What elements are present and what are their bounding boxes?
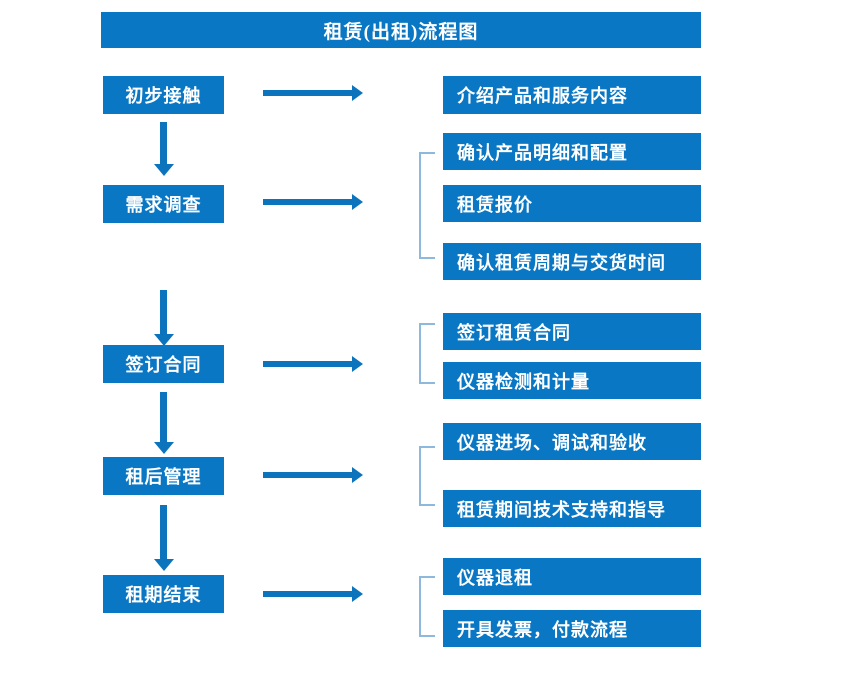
- stage-box-1[interactable]: 初步接触: [103, 76, 224, 114]
- arrow-down-icon-4: [153, 505, 175, 571]
- flowchart-title: 租赁(出租)流程图: [101, 12, 701, 48]
- bracket-left-icon-3: [419, 323, 435, 384]
- detail-box-1-1[interactable]: 介绍产品和服务内容: [443, 76, 701, 114]
- arrow-down-icon-3: [153, 392, 175, 454]
- arrow-right-icon-4: [263, 465, 363, 485]
- detail-box-2-1[interactable]: 确认产品明细和配置: [443, 133, 701, 170]
- detail-box-2-2[interactable]: 租赁报价: [443, 185, 701, 222]
- stage-box-5[interactable]: 租期结束: [103, 575, 224, 613]
- stage-box-4[interactable]: 租后管理: [103, 457, 224, 495]
- detail-box-4-1[interactable]: 仪器进场、调试和验收: [443, 423, 701, 460]
- bracket-left-icon-2: [419, 152, 435, 259]
- arrow-down-icon-2: [153, 290, 175, 346]
- arrow-right-icon-5: [263, 584, 363, 604]
- detail-box-3-2[interactable]: 仪器检测和计量: [443, 362, 701, 399]
- bracket-left-icon-4: [419, 446, 435, 506]
- detail-box-4-2[interactable]: 租赁期间技术支持和指导: [443, 490, 701, 527]
- detail-box-5-2[interactable]: 开具发票，付款流程: [443, 610, 701, 647]
- bracket-left-icon-5: [419, 576, 435, 637]
- detail-box-3-1[interactable]: 签订租赁合同: [443, 313, 701, 350]
- arrow-right-icon-1: [263, 83, 363, 103]
- arrow-right-icon-2: [263, 192, 363, 212]
- arrow-down-icon-1: [153, 122, 175, 176]
- arrow-right-icon-3: [263, 354, 363, 374]
- detail-box-2-3[interactable]: 确认租赁周期与交货时间: [443, 243, 701, 280]
- detail-box-5-1[interactable]: 仪器退租: [443, 558, 701, 595]
- stage-box-3[interactable]: 签订合同: [103, 345, 224, 383]
- stage-box-2[interactable]: 需求调查: [103, 185, 224, 223]
